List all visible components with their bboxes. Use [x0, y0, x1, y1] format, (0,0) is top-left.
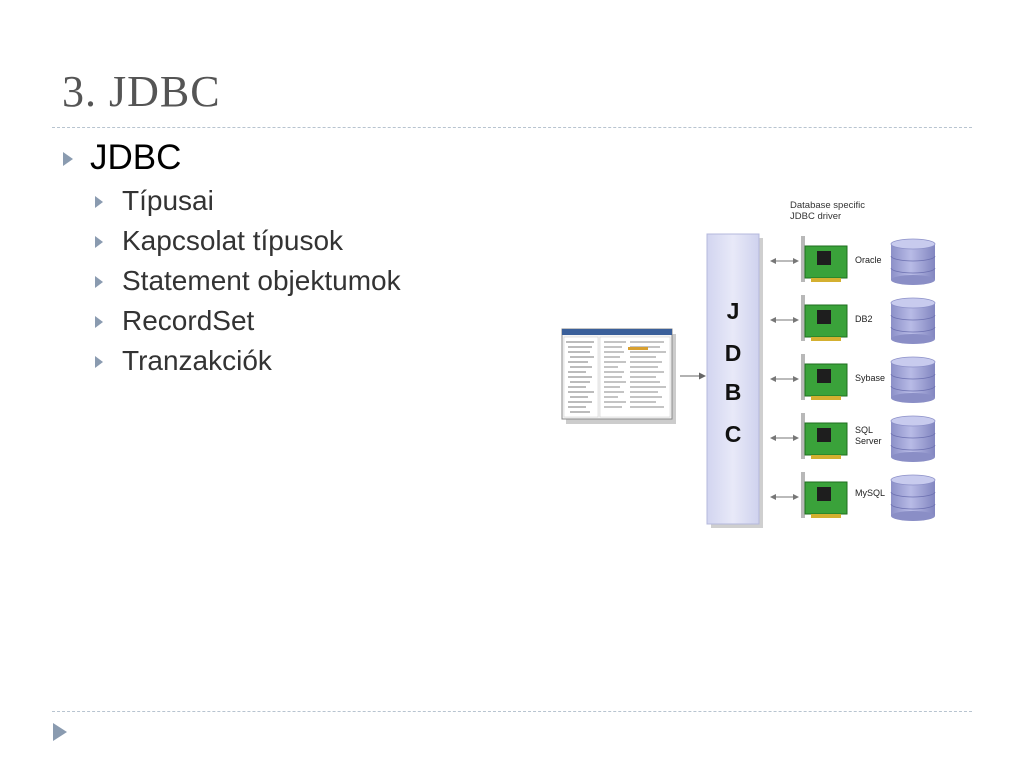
driver-row-mysql [770, 472, 936, 521]
database-cylinder-icon [890, 474, 936, 521]
bullet-triangle-icon [95, 356, 103, 368]
database-cylinder-icon [890, 356, 936, 403]
bidirectional-arrow-icon [770, 435, 799, 441]
database-label-line2: Server [855, 436, 882, 446]
app-to-jdbc-arrow [680, 372, 706, 380]
driver-card-icon [801, 295, 848, 341]
database-label: DB2 [855, 314, 873, 324]
driver-row-oracle [770, 236, 936, 285]
bullet-triangle-icon [95, 316, 103, 328]
jdbc-box [706, 233, 763, 528]
database-cylinder-icon [890, 297, 936, 344]
bullet-label: JDBC [90, 138, 182, 177]
driver-header-line1: Database specific [790, 200, 865, 211]
driver-card-icon [801, 236, 848, 282]
bidirectional-arrow-icon [770, 376, 799, 382]
database-label: Oracle [855, 255, 882, 265]
jdbc-letter: J [727, 298, 740, 324]
bullet-triangle-icon [95, 196, 103, 208]
driver-card-icon [801, 413, 848, 459]
sub-bullet-label: RecordSet [122, 305, 255, 336]
footer-divider [52, 711, 972, 712]
database-label: MySQL [855, 488, 885, 498]
bullet-triangle-icon [95, 236, 103, 248]
database-label: SQL [855, 425, 873, 435]
driver-row-sybase [770, 354, 936, 403]
bidirectional-arrow-icon [770, 494, 799, 500]
database-label: Sybase [855, 373, 885, 383]
database-cylinder-icon [890, 415, 936, 462]
sub-bullet-label: Típusai [122, 185, 214, 216]
sub-bullet-label: Statement objektumok [122, 265, 401, 296]
driver-card-icon [801, 472, 848, 518]
next-slide-arrow-icon[interactable] [52, 722, 68, 742]
title-divider [52, 127, 972, 128]
slide-title: 3. JDBC [62, 67, 221, 116]
bidirectional-arrow-icon [770, 317, 799, 323]
bullet-triangle-icon [63, 152, 73, 166]
jdbc-letter: B [725, 379, 742, 405]
bullet-triangle-icon [95, 276, 103, 288]
driver-row-sql-server [770, 413, 936, 462]
jdbc-letter: D [725, 340, 742, 366]
bidirectional-arrow-icon [770, 258, 799, 264]
application-window-thumbnail [561, 328, 676, 424]
sub-bullet-label: Tranzakciók [122, 345, 272, 376]
database-cylinder-icon [890, 238, 936, 285]
driver-row-db2 [770, 295, 936, 344]
sub-bullet-label: Kapcsolat típusok [122, 225, 344, 256]
jdbc-letter: C [725, 421, 742, 447]
driver-card-icon [801, 354, 848, 400]
driver-header-line2: JDBC driver [790, 211, 841, 222]
jdbc-architecture-diagram: Database specific JDBC driver J D B C [556, 186, 946, 540]
